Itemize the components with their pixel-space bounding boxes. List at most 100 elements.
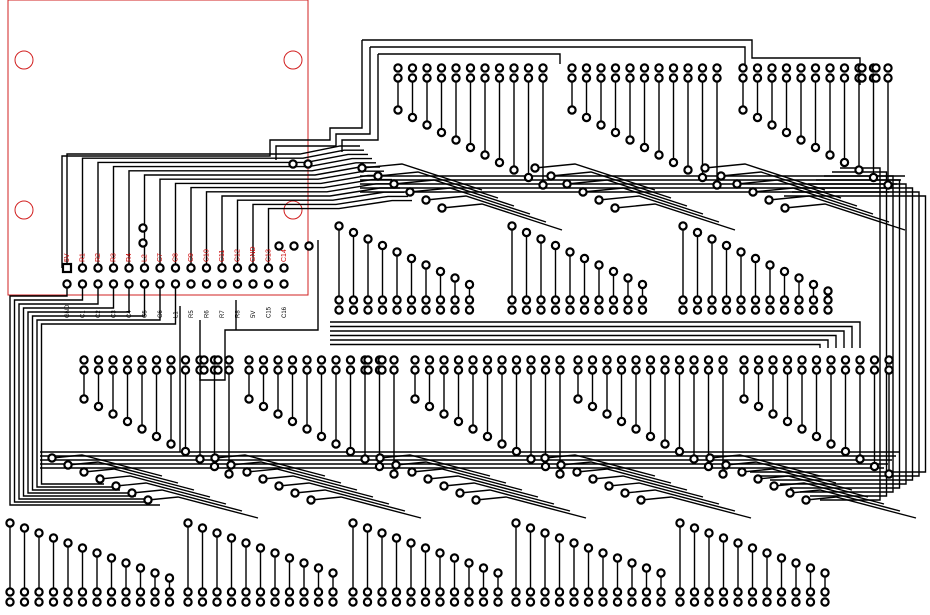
display-bottom-2-pad [270, 597, 280, 607]
display-top-1-pad [480, 73, 490, 83]
display-low-3-lead-pad [555, 469, 565, 479]
display-low-3-pad [540, 355, 551, 365]
display-low-5-pad [782, 355, 793, 365]
display-bottom-5-pad [805, 597, 816, 607]
display-mid-3-lead-pad [736, 247, 746, 257]
display-bottom-1-pad [106, 587, 117, 597]
display-low-1-pad [180, 355, 191, 365]
display-mid-2-lead-pad [521, 227, 532, 238]
display-mid-3-pad [750, 305, 761, 315]
display-low-1-lead-pad [122, 416, 133, 427]
display-low-2-lead-pad [389, 469, 399, 479]
display-top-2-lead-pad [610, 127, 621, 138]
crossover-pad [437, 203, 447, 213]
display-mid-2-pad [550, 305, 561, 315]
display-top-3-lead-pad [839, 157, 850, 168]
connector-pin [201, 279, 212, 289]
crossover-pad [732, 179, 742, 189]
display-low-3-pad [540, 365, 551, 375]
display-low-2-pad [389, 365, 399, 375]
display-bottom-5-pad [805, 587, 816, 597]
display-top-2-pad [581, 63, 592, 73]
crossover-pad [357, 163, 367, 173]
display-low-3-pad [453, 355, 464, 365]
display-top-1-pad [393, 73, 403, 83]
connector-top-label: R1 [80, 253, 87, 262]
display-bottom-1-lead-pad [19, 523, 30, 533]
display-top-3-pad [839, 63, 850, 73]
display-bottom-1-pad [34, 587, 44, 597]
connector-pin [232, 279, 243, 289]
extra-pad [363, 355, 373, 365]
crossover-trace [443, 482, 555, 505]
connector-pin [201, 263, 212, 273]
crossover-pad [290, 488, 300, 498]
display-bottom-2-pad [183, 597, 193, 607]
display-mid-2-lead-pad [507, 221, 517, 231]
crossover-trace [640, 496, 752, 519]
display-mid-1-pad [392, 305, 402, 315]
display-top-3-pad [767, 63, 777, 73]
display-bottom-5-lead-pad [689, 523, 700, 533]
connector-bottom-label: C5 [143, 310, 149, 318]
via-pad [304, 241, 314, 251]
display-bottom-5-pad [762, 587, 772, 597]
display-bottom-4-pad [525, 597, 536, 607]
display-bottom-4-lead-pad [569, 538, 579, 548]
display-bottom-1-lead-pad [164, 573, 175, 583]
crossover-trace [784, 203, 906, 231]
crossover-pad [785, 488, 795, 498]
crossover-trace [741, 468, 853, 491]
display-low-4-lead-pad [573, 394, 583, 404]
display-top-1-pad [422, 73, 432, 83]
display-bottom-2-pad [241, 597, 251, 607]
display-mid-1-pad [435, 305, 446, 315]
display-top-3-pad [810, 73, 821, 83]
display-low-2-lead-pad [360, 454, 370, 464]
display-mid-3-pad [823, 295, 833, 305]
display-low-1-lead-pad [137, 424, 147, 434]
bus-trace [9, 288, 160, 506]
display-low-4-pad [689, 355, 699, 365]
display-top-2-pad [683, 63, 693, 73]
connector-top-label: C14 [281, 249, 288, 262]
display-bottom-3-pad [478, 597, 489, 607]
display-top-2-lead-pad [712, 180, 722, 190]
display-top-3-pad [767, 73, 777, 83]
display-bottom-5-lead-pad [675, 518, 685, 528]
display-mid-2-pad [565, 305, 575, 315]
display-bottom-3-lead-pad [435, 548, 445, 558]
display-low-3-pad [555, 365, 565, 375]
display-top-3-pad [796, 63, 806, 73]
display-bottom-1-pad [92, 597, 102, 607]
connector-pin [248, 263, 258, 273]
crossover-pad [737, 467, 747, 477]
connector-bottom-label: R6 [205, 310, 211, 318]
display-bottom-2-pad [241, 587, 251, 597]
crossover-trace [246, 468, 358, 491]
crossover-pad [421, 195, 431, 205]
display-low-4-pad [645, 365, 656, 375]
display-bottom-2-pad [284, 587, 295, 597]
display-top-1-lead-pad [494, 157, 505, 168]
display-bottom-4-pad [554, 587, 565, 597]
display-mid-3-pad [692, 305, 703, 315]
display-bottom-2-pad [197, 597, 208, 607]
crossover-trace [411, 468, 523, 491]
display-low-1-pad [224, 355, 234, 365]
crossover-pad [578, 187, 588, 197]
display-mid-3-pad [678, 295, 688, 305]
connector-pin [217, 263, 227, 273]
display-bottom-5-pad [747, 587, 758, 597]
display-mid-2-lead-pad [623, 273, 633, 283]
connector-pin [77, 279, 88, 289]
crossover-pad [556, 460, 566, 470]
display-bottom-3-pad [391, 597, 402, 607]
crossover-trace [441, 203, 563, 231]
bus-trace [750, 195, 927, 473]
display-bottom-2-pad [255, 587, 266, 597]
display-bottom-1-pad [77, 597, 88, 607]
display-mid-1-pad [406, 305, 417, 315]
connector-pin [170, 263, 181, 273]
connector-pin [93, 263, 103, 273]
